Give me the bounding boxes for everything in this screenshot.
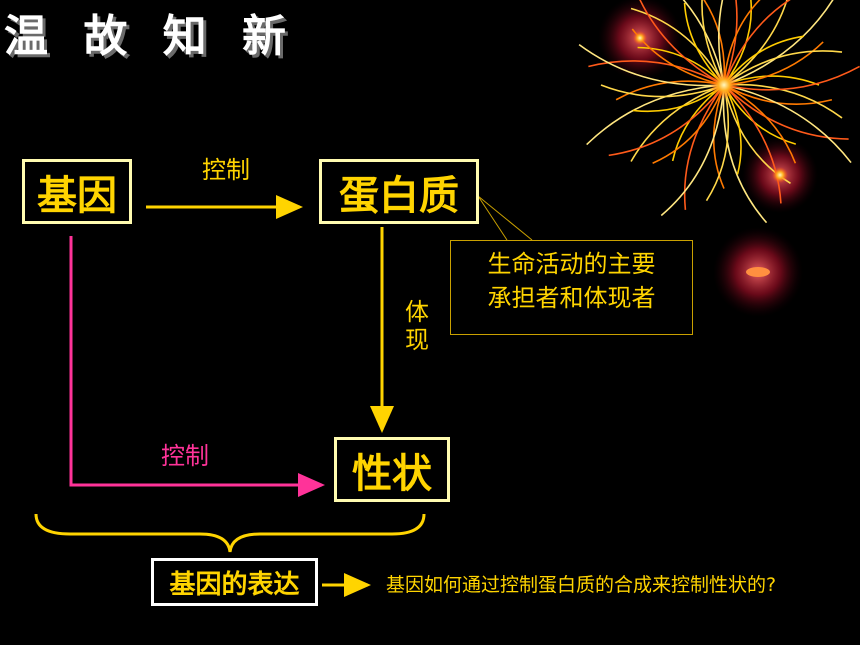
slide-title: 温 故 知 新 [4, 11, 296, 62]
firework-ray [705, 84, 730, 202]
callout-line-1: 生命活动的主要 [487, 250, 656, 278]
node-protein: 蛋白质 [319, 159, 479, 224]
firework-ray [588, 60, 725, 86]
label-control-pink: 控制 [161, 442, 209, 470]
label-control-top: 控制 [202, 156, 250, 184]
brace [34, 513, 426, 553]
callout-line-2: 承担者和体现者 [487, 284, 656, 312]
question-text: 基因如何通过控制蛋白质的合成来控制性状的? [386, 574, 777, 596]
callout-box: 生命活动的主要 承担者和体现者 [450, 240, 693, 335]
firework-ray [723, 0, 834, 86]
firework-ray [578, 43, 725, 87]
firework-ray [723, 83, 843, 119]
callout-pointer [477, 195, 533, 241]
firework-ray [639, 0, 725, 86]
firework-ray [701, 0, 725, 86]
node-gene-expression: 基因的表达 [151, 558, 318, 606]
firework-ray [723, 84, 852, 164]
firework-ray [660, 84, 725, 217]
node-trait: 性状 [334, 437, 450, 502]
firework-ray [723, 50, 843, 86]
arrow-gene-to-trait [69, 236, 325, 497]
firework-ray [723, 84, 849, 140]
firework-ray [586, 84, 725, 146]
firework-ray [723, 84, 782, 204]
callout-pointer-2 [477, 195, 508, 241]
firework-ray [723, 0, 791, 86]
firework-ray [717, 0, 725, 86]
firework-ray [723, 0, 788, 86]
firework-ray [630, 84, 725, 162]
label-embody: 体现 [405, 298, 429, 354]
firework-ray [682, 0, 725, 86]
node-gene: 基因 [22, 159, 132, 224]
firework-ray [630, 7, 725, 86]
firework-ray [723, 0, 738, 86]
firework-ray [600, 84, 725, 98]
firework-ray [683, 84, 725, 210]
firework-ray [722, 84, 768, 224]
firework-ray [723, 65, 860, 91]
firework-ray [608, 84, 725, 157]
